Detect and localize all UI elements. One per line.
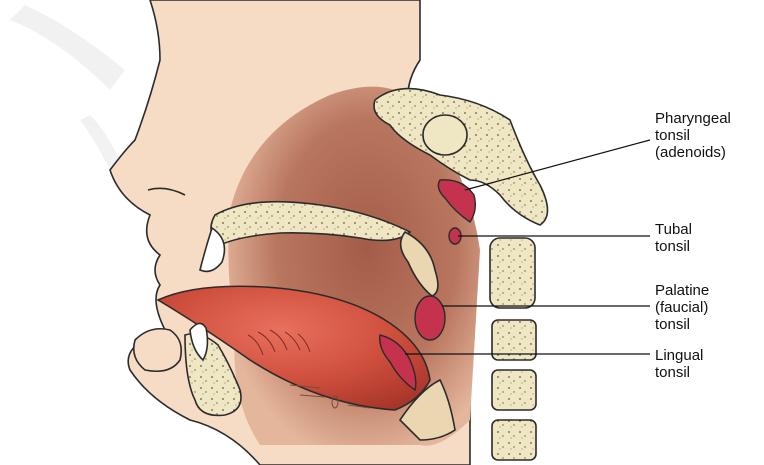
label-line: tonsil <box>655 238 692 255</box>
sphenoid-sinus <box>423 115 467 155</box>
label-line: Palatine <box>655 282 709 299</box>
label-palatine-tonsil: Palatine (faucial) tonsil <box>655 282 709 333</box>
label-lingual-tonsil: Lingual tonsil <box>655 347 703 381</box>
label-line: (faucial) <box>655 299 709 316</box>
cervical-spine <box>490 238 536 460</box>
label-line: tonsil <box>655 364 703 381</box>
label-line: tonsil <box>655 127 731 144</box>
palatine-tonsil <box>415 296 445 340</box>
label-pharyngeal-tonsil: Pharyngeal tonsil (adenoids) <box>655 110 731 161</box>
label-line: Pharyngeal <box>655 110 731 127</box>
label-line: (adenoids) <box>655 144 731 161</box>
lower-lip <box>134 329 182 372</box>
label-line: Tubal <box>655 221 692 238</box>
label-tubal-tonsil: Tubal tonsil <box>655 221 692 255</box>
label-line: Lingual <box>655 347 703 364</box>
label-line: tonsil <box>655 316 709 333</box>
